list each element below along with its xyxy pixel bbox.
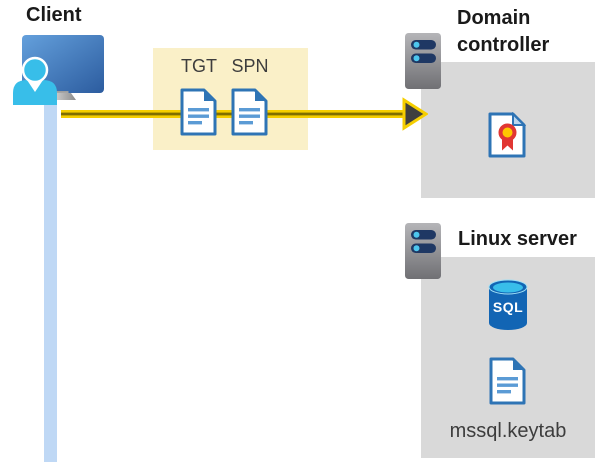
tgt-label: TGT: [181, 56, 217, 76]
client-computer-user-icon: [13, 35, 104, 105]
spn-label: SPN: [231, 56, 269, 76]
arrow-head: [402, 97, 428, 131]
client-label: Client: [26, 4, 82, 26]
keytab-label: mssql.keytab: [449, 420, 567, 442]
sql-label: SQL: [493, 299, 523, 315]
sql-database-icon: SQL: [488, 279, 528, 330]
keytab-document-icon: [489, 357, 526, 405]
linux-server-icon: [405, 223, 441, 279]
spn-document-icon: [231, 88, 268, 136]
domain-controller-server-icon: [405, 33, 441, 89]
certificate-icon: [488, 112, 526, 158]
person-collar: [27, 80, 43, 92]
person-head: [21, 56, 49, 84]
ticket-box: [153, 48, 308, 150]
domain-controller-title: Domain controller: [457, 7, 550, 56]
client-timeline-line: [44, 93, 57, 462]
person-body: [13, 80, 57, 105]
linux-server-title: Linux server: [458, 228, 577, 250]
tgt-document-icon: [180, 88, 217, 136]
